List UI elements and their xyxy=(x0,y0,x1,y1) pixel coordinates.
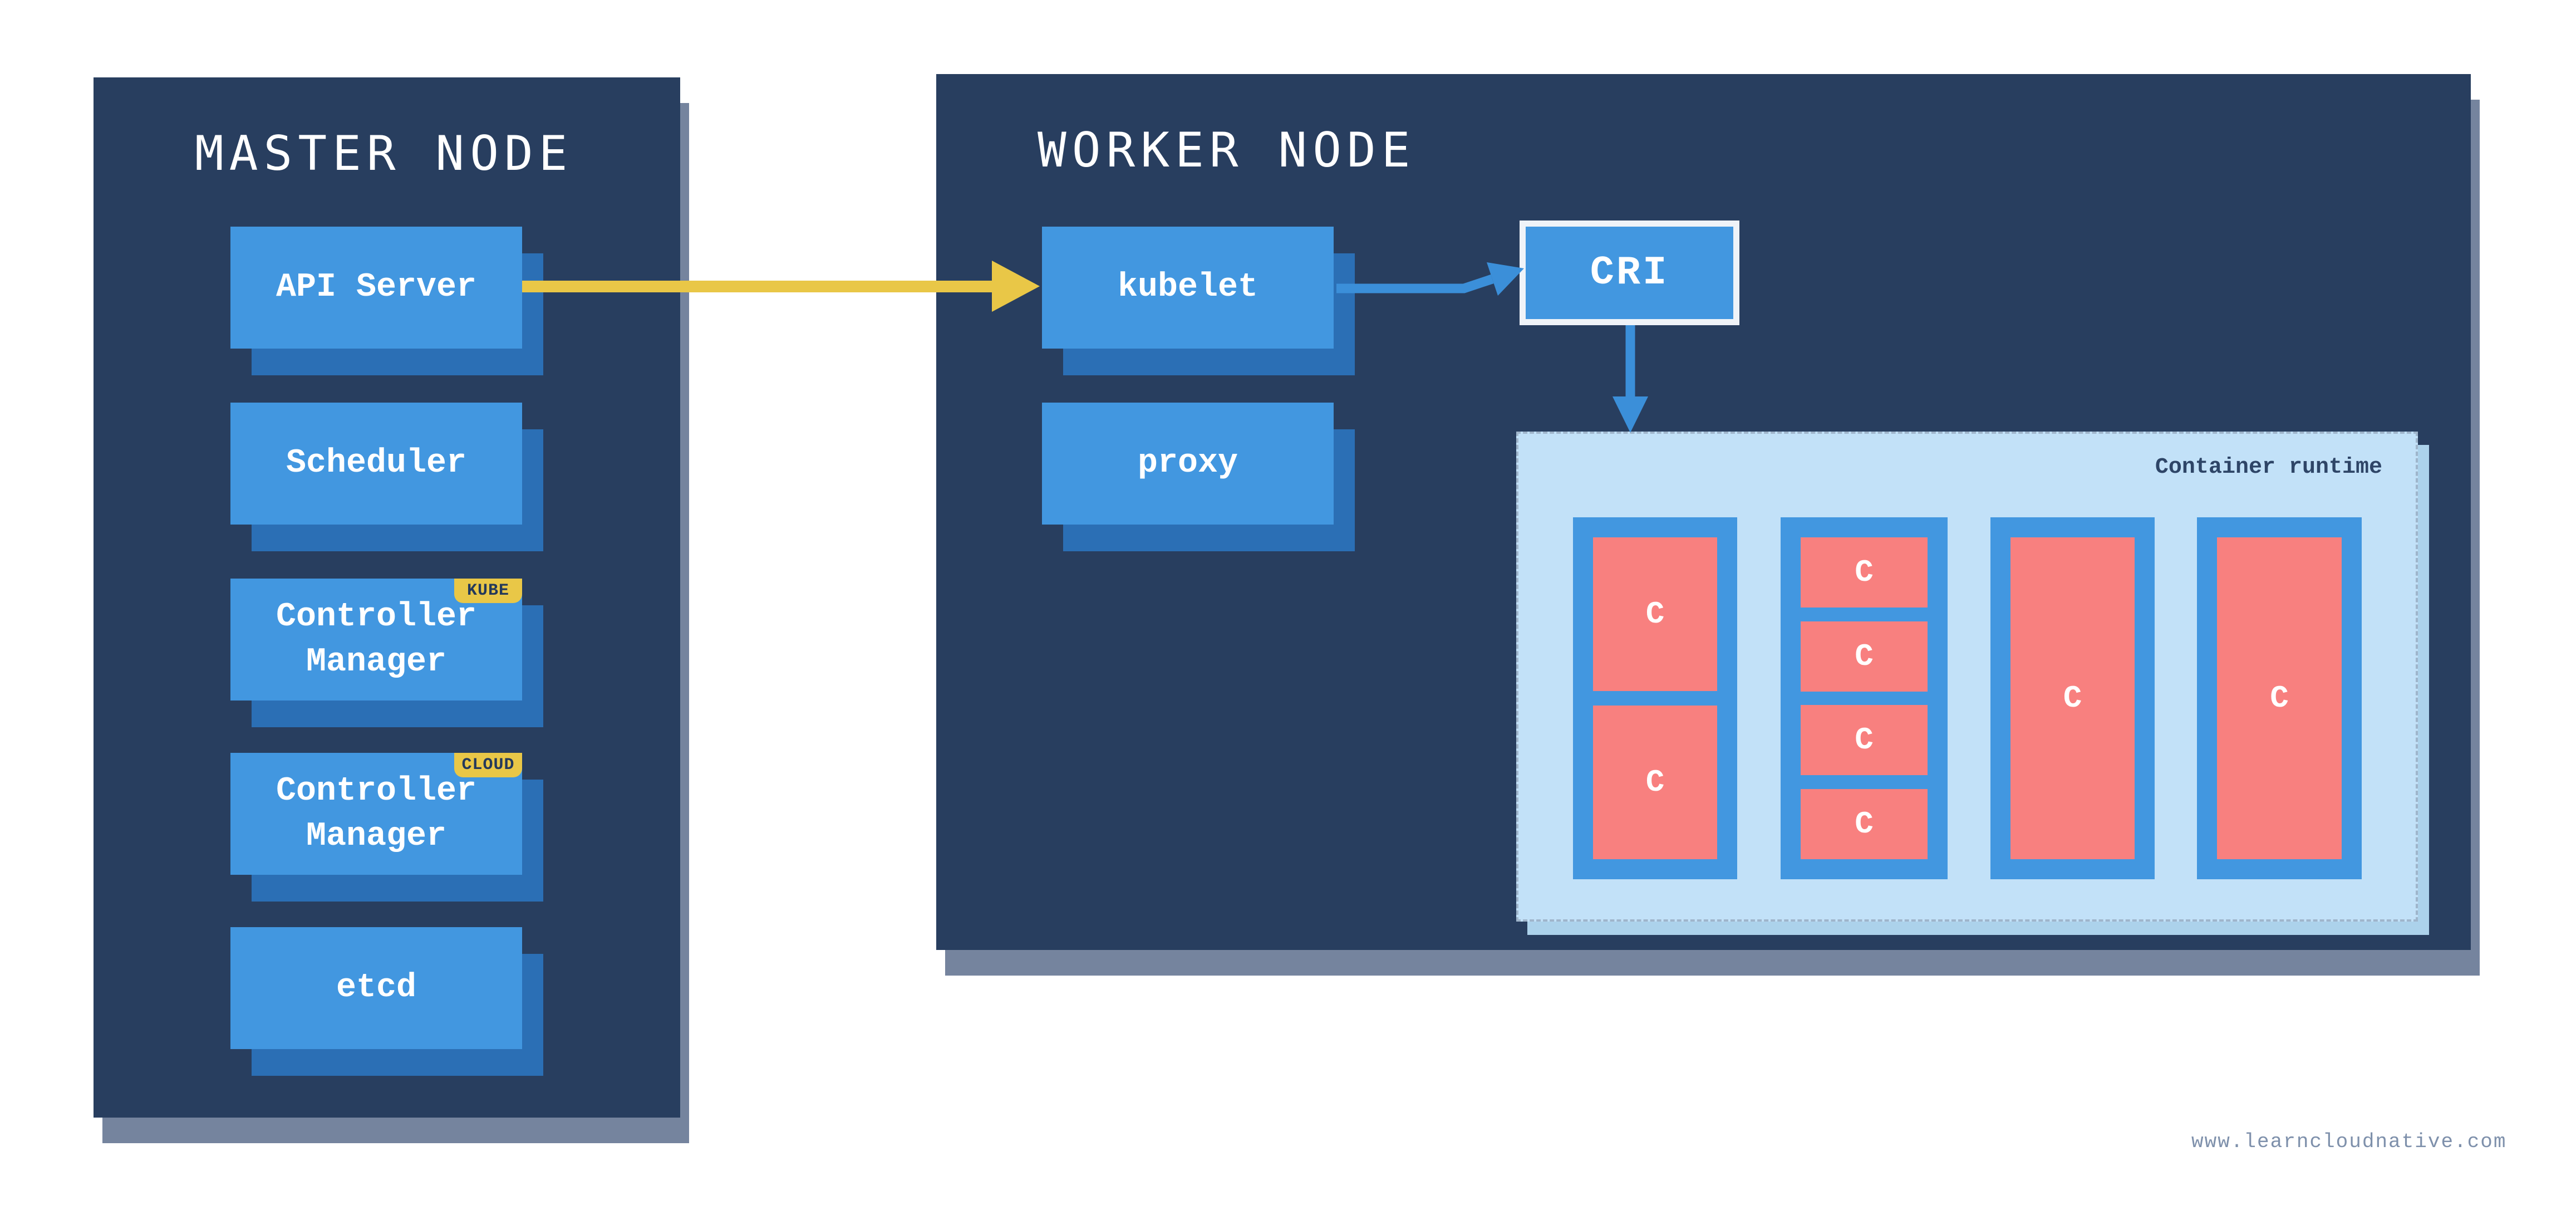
master-node-title: MASTER NODE xyxy=(195,126,573,182)
container-runtime-box: Container runtime C C C C C C C C xyxy=(1516,432,2418,922)
cri-box: CRI xyxy=(1520,221,1739,325)
kubelet-box: kubelet xyxy=(1042,227,1334,349)
pod-4: C xyxy=(2197,517,2362,879)
scheduler-box: Scheduler xyxy=(230,403,522,525)
proxy-label: proxy xyxy=(1137,444,1238,482)
container-c: C xyxy=(1801,621,1928,692)
master-node-panel: MASTER NODE API Server Scheduler Control… xyxy=(94,77,680,1118)
kube-controller-manager-label: Controller Manager xyxy=(276,597,477,681)
cloud-tag: CLOUD xyxy=(454,753,522,777)
container-runtime-label: Container runtime xyxy=(2155,455,2382,480)
etcd-label: etcd xyxy=(336,969,417,1007)
kube-tag: KUBE xyxy=(454,579,522,603)
etcd-box: etcd xyxy=(230,927,522,1049)
api-server-label: API Server xyxy=(276,268,477,306)
kube-controller-manager-box: Controller Manager KUBE xyxy=(230,579,522,701)
kubelet-label: kubelet xyxy=(1117,268,1258,306)
container-c: C xyxy=(2010,537,2135,859)
pod-1: C C xyxy=(1573,517,1737,879)
pod-3: C xyxy=(1990,517,2155,879)
container-c: C xyxy=(1593,706,1717,859)
cri-label: CRI xyxy=(1590,250,1669,296)
pod-2: C C C C xyxy=(1781,517,1948,879)
proxy-box: proxy xyxy=(1042,403,1334,525)
container-c: C xyxy=(1593,537,1717,691)
worker-node-panel: WORKER NODE kubelet proxy CRI Container … xyxy=(936,74,2471,950)
api-server-box: API Server xyxy=(230,227,522,349)
website-url: www.learncloudnative.com xyxy=(2191,1130,2507,1153)
cloud-controller-manager-box: Controller Manager CLOUD xyxy=(230,753,522,875)
container-c: C xyxy=(1801,537,1928,608)
container-c: C xyxy=(2217,537,2342,859)
scheduler-label: Scheduler xyxy=(286,444,467,482)
container-c: C xyxy=(1801,789,1928,859)
worker-node-title: WORKER NODE xyxy=(1038,123,1416,178)
cloud-controller-manager-label: Controller Manager xyxy=(276,772,477,855)
container-c: C xyxy=(1801,705,1928,775)
